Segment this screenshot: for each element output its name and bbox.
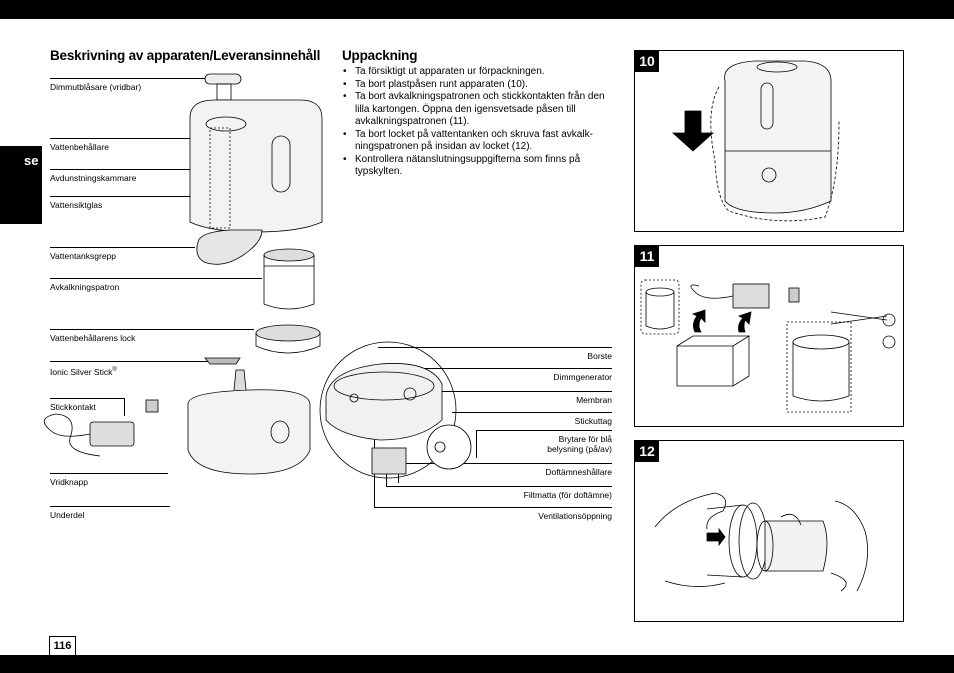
label-vattentanksgrepp: Vattentanksgrepp <box>50 251 116 261</box>
label-vridknapp: Vridknapp <box>50 477 88 487</box>
label-membran: Membran <box>576 395 612 405</box>
leader-line <box>50 196 282 197</box>
figure-11: 11 <box>634 245 904 427</box>
leader-line <box>50 361 208 362</box>
leader-line <box>50 506 170 507</box>
language-tab: se <box>0 146 42 224</box>
section-heading: Beskrivning av apparaten/Leveransinnehål… <box>50 48 321 63</box>
leader-line <box>428 391 612 392</box>
top-bar <box>0 0 954 19</box>
label-underdel: Underdel <box>50 510 85 520</box>
language-tab-label: se <box>24 153 39 168</box>
leader-line <box>124 398 125 416</box>
page-number: 116 <box>49 636 76 655</box>
figure-12: 12 <box>634 440 904 622</box>
figure-number: 10 <box>635 51 659 72</box>
figure-number: 11 <box>635 246 659 267</box>
leader-line <box>50 329 254 330</box>
step-item: Ta försiktigt ut apparaten ur förpacknin… <box>342 66 610 79</box>
label-dimmutblasare: Dimmutblåsare (vridbar) <box>50 82 142 92</box>
leader-line <box>476 430 612 431</box>
label-stickuttag: Stickuttag <box>574 416 612 426</box>
leader-line <box>378 347 612 348</box>
label-doftamneshallare: Doftämneshållare <box>545 467 612 477</box>
leader-line <box>476 430 477 458</box>
label-vattenbehallare: Vattenbehållare <box>50 142 109 152</box>
label-lock: Vattenbehållarens lock <box>50 333 136 343</box>
leader-line <box>50 78 210 79</box>
leader-line <box>374 507 612 508</box>
label-dimmgenerator: Dimmgenerator <box>553 372 612 382</box>
leader-line <box>50 278 262 279</box>
label-ionic-silver-stick: Ionic Silver Stick® <box>50 366 117 377</box>
label-vattensiktglas: Vattensiktglas <box>50 200 103 210</box>
label-avdunstningskammare: Avdunstningskammare <box>50 173 137 183</box>
leader-line <box>50 473 168 474</box>
label-filtmatta: Filtmatta (för doftämne) <box>523 490 612 500</box>
unpacking-steps: Ta försiktigt ut apparaten ur förpacknin… <box>342 66 610 179</box>
step-item: Ta bort locket på vattentanken och skruv… <box>342 129 610 154</box>
step-item: Kontrollera nätanslutningsuppgifterna so… <box>342 154 610 179</box>
leader-line <box>50 169 228 170</box>
figure-10: 10 <box>634 50 904 232</box>
leader-line <box>386 486 612 487</box>
step-item: Ta bort plastpåsen runt apparaten (10). <box>342 79 610 92</box>
leader-line <box>404 368 612 369</box>
label-ventilationsoppning: Ventilationsöppning <box>538 511 612 521</box>
label-avkalkningspatron: Avkalkningspatron <box>50 282 120 292</box>
leader-line <box>50 398 124 399</box>
leader-line <box>50 138 196 139</box>
label-stickkontakt: Stickkontakt <box>50 402 96 412</box>
unpacking-heading: Uppackning <box>342 48 418 63</box>
bagged-humidifier-illustration <box>671 60 840 222</box>
leader-line <box>50 247 195 248</box>
leader-line <box>452 412 612 413</box>
label-borste: Borste <box>587 351 612 361</box>
step-item: Ta bort avkalkningspatronen och stickkon… <box>342 91 610 129</box>
figure-number: 12 <box>635 441 659 462</box>
bottom-bar <box>0 655 954 673</box>
cartridge-package-illustration <box>640 279 896 413</box>
leader-line <box>398 463 612 464</box>
mount-cartridge-illustration <box>654 492 869 592</box>
label-brytare: Brytare för blå belysning (på/av) <box>547 434 612 454</box>
